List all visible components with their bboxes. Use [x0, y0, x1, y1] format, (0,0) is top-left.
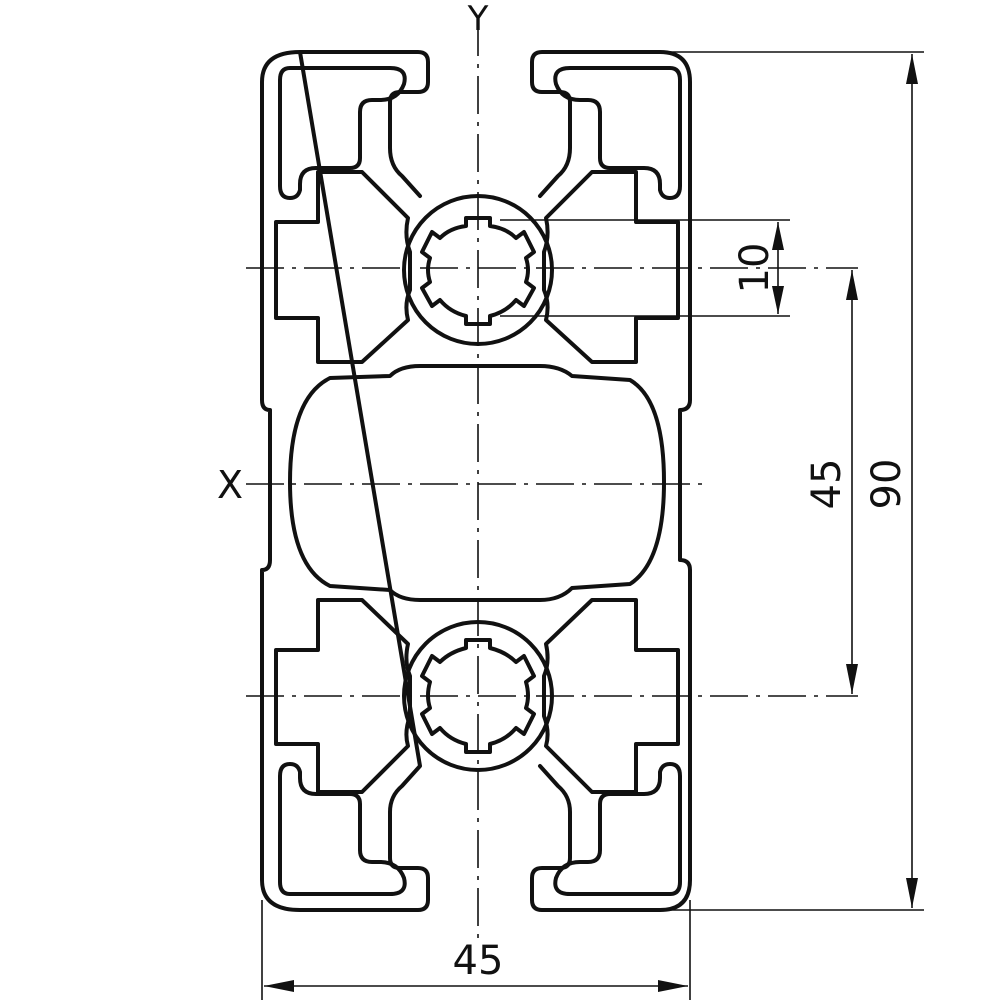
slot-upper-left	[274, 170, 412, 364]
dim-pitch-arrow-top	[846, 270, 858, 300]
dim-height-label: 90	[864, 459, 910, 510]
slot-upper-right	[542, 170, 680, 364]
dim-height-arrow-top	[906, 54, 918, 84]
channel-top-right	[553, 66, 682, 200]
channel-bottom-left	[278, 762, 407, 896]
dim-bore-arrow-top	[772, 222, 784, 250]
dim-height-arrow-bottom	[906, 878, 918, 908]
profile-outer-outline	[260, 50, 692, 912]
axis-y-label: Y	[467, 0, 489, 39]
core-bore-lower-splines	[420, 638, 536, 754]
dim-width-label: 45	[453, 938, 504, 984]
slot-lower-right	[542, 598, 680, 794]
dim-pitch-arrow-bottom	[846, 664, 858, 694]
channel-top-left	[278, 66, 407, 200]
dim-bore-label: 10	[732, 243, 778, 294]
dim-width-arrow-right	[658, 980, 688, 992]
central-cavity	[288, 364, 666, 602]
dim-pitch-label: 45	[804, 459, 850, 510]
dim-bore-arrow-bottom	[772, 286, 784, 314]
channel-bottom-right	[553, 762, 682, 896]
core-bore-upper-splines	[420, 216, 536, 326]
axis-x-label: X	[217, 463, 243, 507]
dim-width-arrow-left	[264, 980, 294, 992]
